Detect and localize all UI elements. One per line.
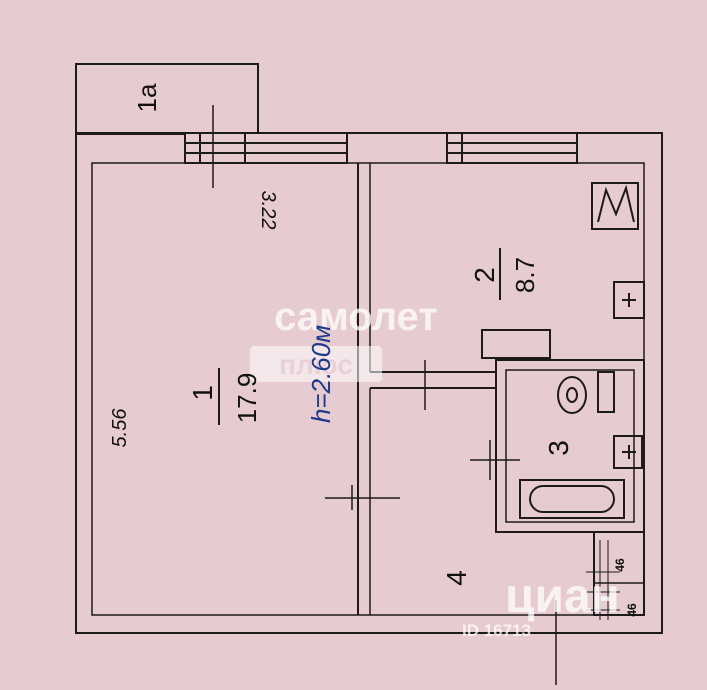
outer-wall <box>75 132 663 634</box>
bathroom-sink-icon <box>613 435 643 469</box>
watermark-samolet: самолет <box>274 295 438 339</box>
window-left <box>184 132 348 164</box>
room-1a-number: 1а <box>132 83 162 112</box>
kitchen-counter <box>481 329 551 359</box>
watermark-cian: циан <box>505 570 620 623</box>
room-1-area: 17.9 <box>232 373 262 424</box>
living-width-dimension: 3.22 <box>257 191 279 230</box>
closet-a-number: 46 <box>613 558 627 572</box>
living-length-dimension: 5.56 <box>109 408 131 448</box>
room-2-number: 2 <box>469 267 500 283</box>
kitchen-sink-icon <box>613 281 645 319</box>
closet-block <box>593 531 645 616</box>
watermark-cian-id: ID 16713 <box>462 621 531 640</box>
stove-icon <box>591 182 639 230</box>
room-3-number: 3 <box>543 440 574 456</box>
watermark-plus: плюс <box>279 349 353 380</box>
closet-b-number: 46 <box>625 603 639 617</box>
balcony-outline <box>75 63 259 135</box>
room-1-number: 1 <box>187 385 218 401</box>
room-2-area: 8.7 <box>510 257 540 293</box>
ceiling-height: h=2.60м <box>306 325 336 423</box>
watermark: самолет плюс циан ID 16713 <box>250 295 620 640</box>
room-4-number: 4 <box>441 570 472 586</box>
toilet-icon <box>557 371 615 414</box>
bathroom-walls <box>495 359 645 533</box>
outer-wall-inner <box>91 162 645 616</box>
bathtub-icon <box>519 479 625 519</box>
window-right <box>446 132 578 164</box>
